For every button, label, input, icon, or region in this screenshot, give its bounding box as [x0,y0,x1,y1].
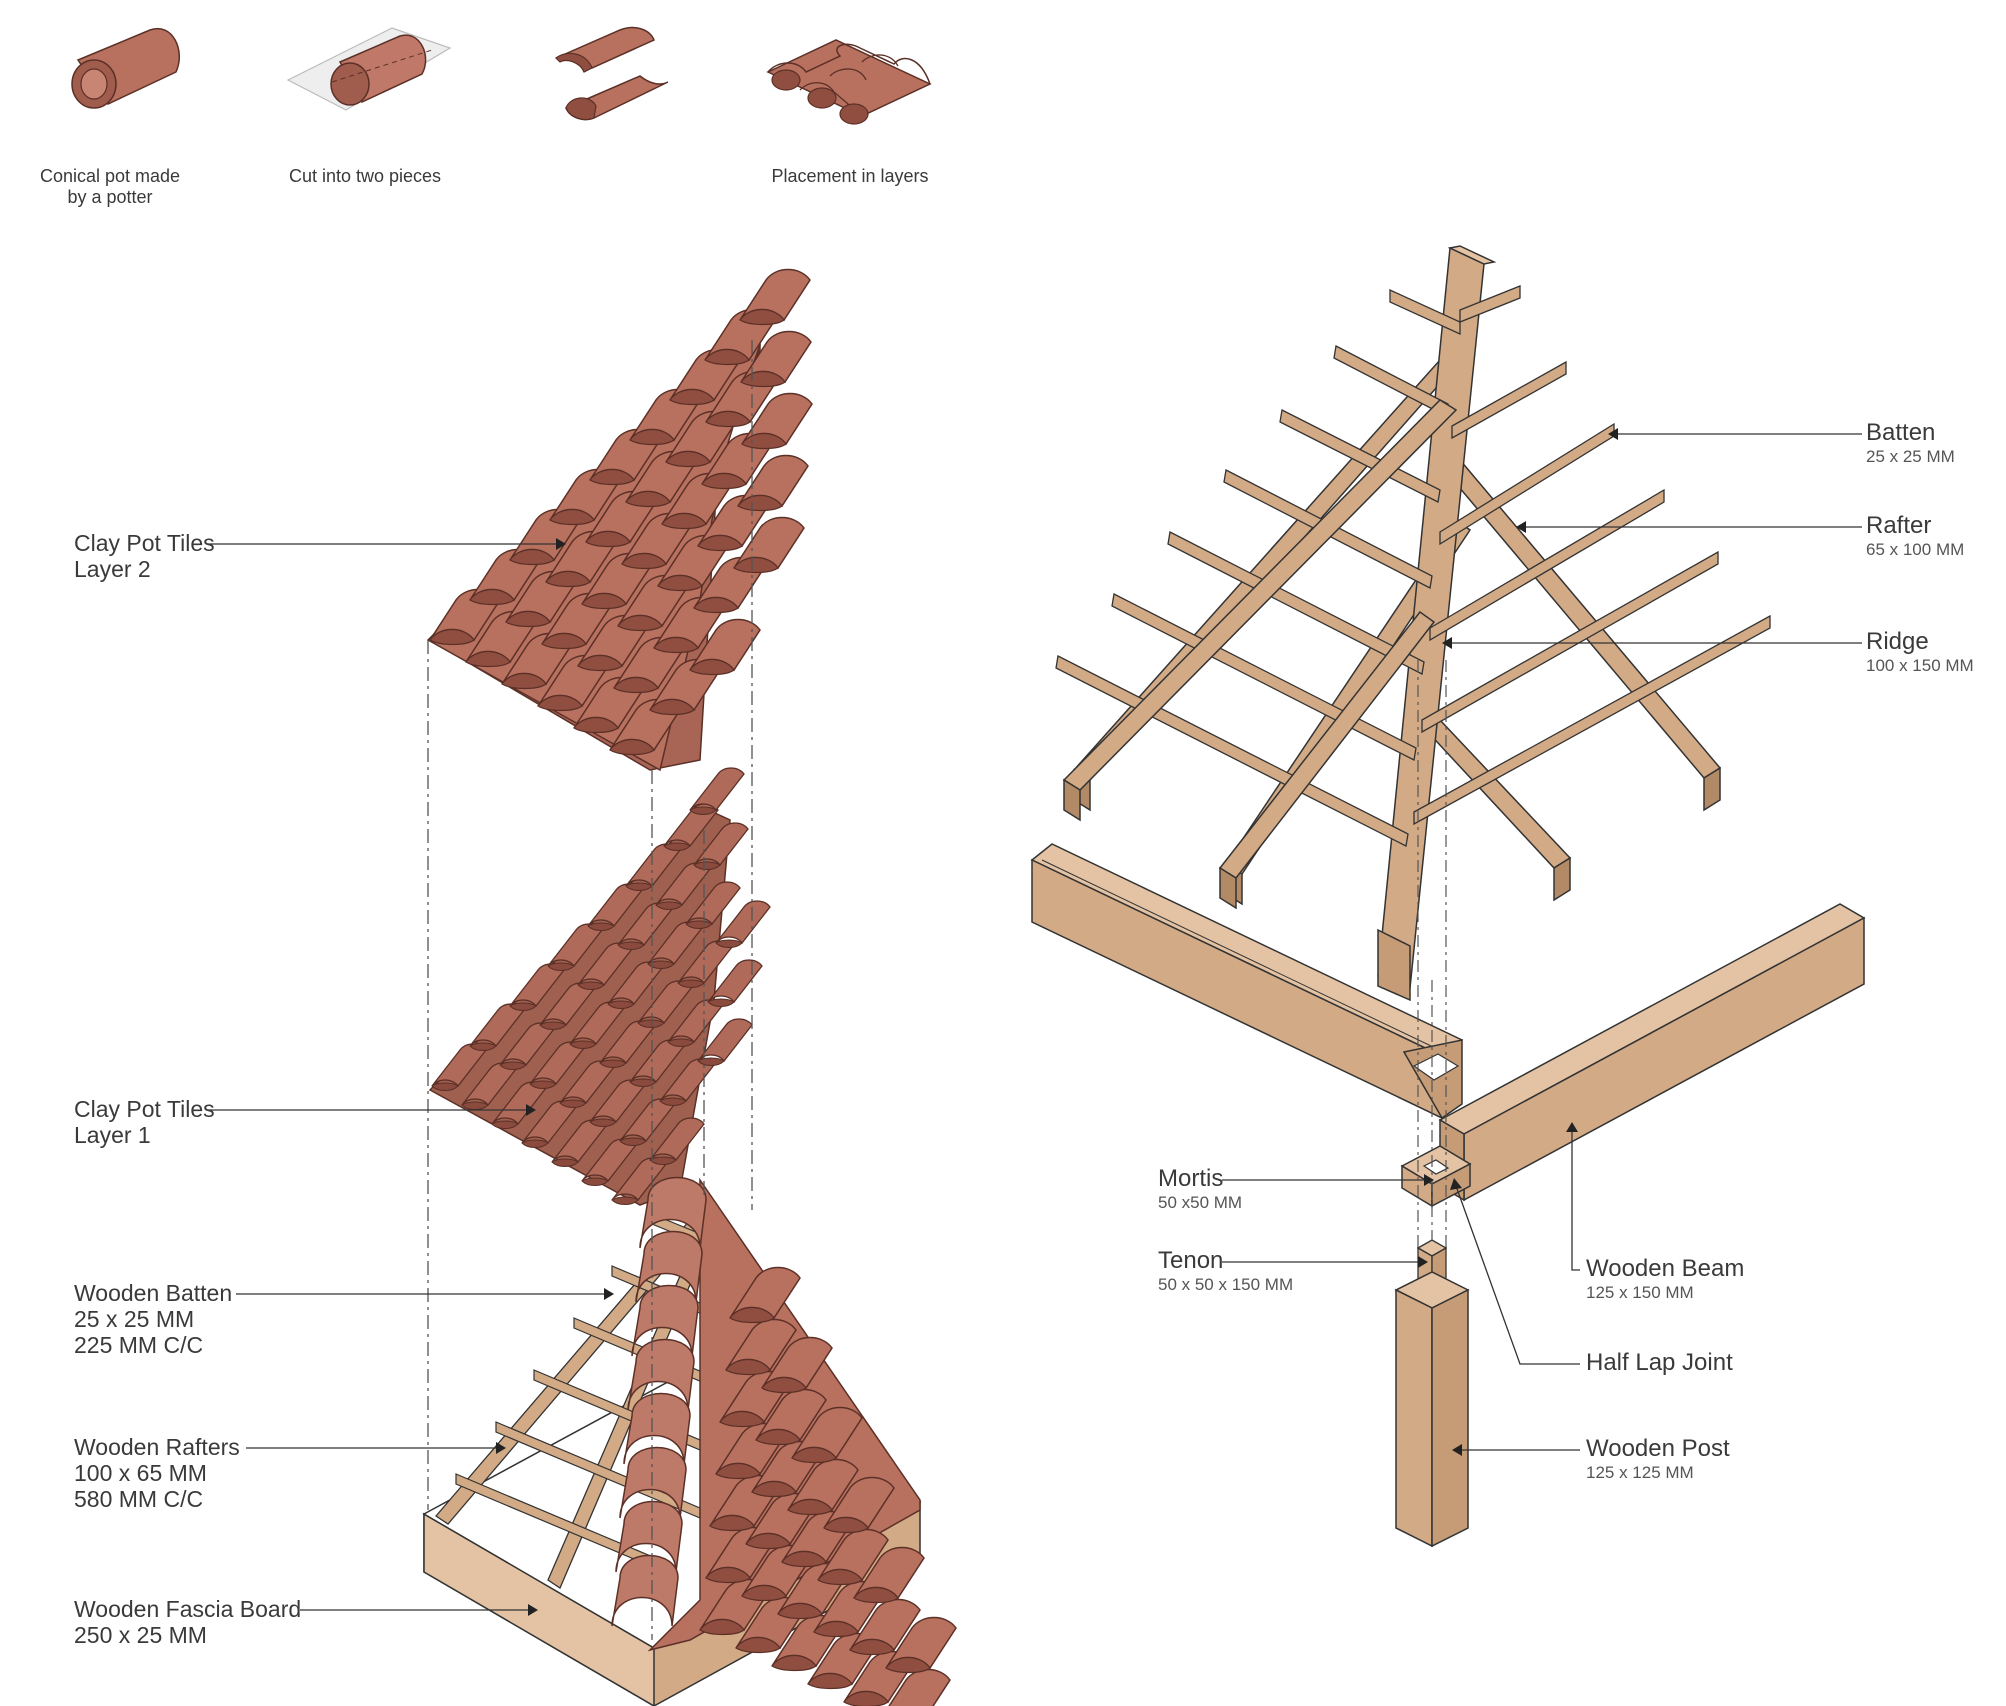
process-cut-icon [286,27,452,111]
label-sub: 125 x 125 MM [1586,1463,1694,1482]
step-label-line1: Conical pot made [39,166,181,186]
process-layers-icon [766,39,932,125]
ridge-tile [623,1392,691,1465]
label-title: Mortis [1158,1165,1224,1192]
label-line: Layer 2 [74,556,151,582]
leader-arrows [496,428,1618,1616]
label-sub: 65 x 100 MM [1866,540,1965,559]
label-batten: Batten 25 x 25 MM [1866,420,1955,468]
step-label-layers: Placement in layers [760,166,940,187]
process-halves-icon [555,26,669,121]
label-line: Layer 1 [74,1122,151,1148]
label-title: Wooden Post [1586,1435,1730,1462]
label-line: 225 MM C/C [74,1332,204,1358]
ridge-tile [627,1338,695,1411]
alignment-lines [427,340,753,1640]
label-line: 580 MM C/C [74,1486,204,1512]
frame-alignment-lines [1417,660,1447,1248]
clay-tile [739,268,811,326]
clay-tile-layer-2 [426,268,813,772]
clay-tile-layer-1 [428,767,771,1206]
label-title: Batten [1866,419,1936,446]
label-title: Clay Pot Tiles [74,530,215,556]
label-ridge: Ridge 100 x 150 MM [1866,629,1974,677]
ridge-tile [611,1554,679,1627]
step-label-cut: Cut into two pieces [270,166,460,187]
label-title: Tenon [1158,1247,1224,1274]
label-title: Wooden Batten [74,1280,233,1306]
label-sub: 25 x 25 MM [1866,447,1955,466]
clay-tile-channel [689,767,745,816]
process-pot-icon [71,27,181,109]
label-half-lap-joint: Half Lap Joint [1586,1350,1733,1376]
ridge-tile [639,1176,707,1249]
step-label-line2: by a potter [67,187,153,207]
battens-right [1413,285,1771,826]
roof-assembly [422,1176,957,1706]
label-tenon: Tenon 50 x 50 x 150 MM [1158,1248,1293,1296]
label-title: Rafter [1866,512,1932,539]
label-clay-tiles-layer-1: Clay Pot Tiles Layer 1 [74,1096,215,1148]
label-sub: 50 x 50 x 150 MM [1158,1275,1294,1294]
leader-lines [206,433,1862,1611]
wooden-beams [1030,843,1866,1208]
label-line: 25 x 25 MM [74,1306,195,1332]
label-wooden-rafters: Wooden Rafters 100 x 65 MM 580 MM C/C [74,1434,240,1512]
label-title: Clay Pot Tiles [74,1096,215,1122]
step-label-line1: Placement in layers [771,166,929,186]
label-rafter: Rafter 65 x 100 MM [1866,513,1964,561]
wooden-post [1394,1239,1470,1548]
ridge-tile [615,1500,683,1573]
label-line: 100 x 65 MM [74,1460,207,1486]
label-mortis: Mortis 50 x50 MM [1158,1166,1242,1214]
label-line: 250 x 25 MM [74,1622,207,1648]
label-wooden-beam: Wooden Beam 125 x 150 MM [1586,1256,1744,1304]
label-title: Wooden Beam [1586,1255,1745,1282]
label-title: Wooden Rafters [74,1434,240,1460]
label-sub: 125 x 150 MM [1586,1283,1694,1302]
label-wooden-batten: Wooden Batten 25 x 25 MM 225 MM C/C [74,1280,232,1358]
label-title: Wooden Fascia Board [74,1596,302,1622]
ridge-tile [619,1446,687,1519]
label-wooden-post: Wooden Post 125 x 125 MM [1586,1436,1730,1484]
step-label-line1: Cut into two pieces [288,166,442,186]
label-title: Half Lap Joint [1586,1349,1733,1376]
label-wooden-fascia-board: Wooden Fascia Board 250 x 25 MM [74,1596,301,1648]
label-sub: 100 x 150 MM [1866,656,1974,675]
step-label-pot: Conical pot made by a potter [30,166,190,208]
label-title: Ridge [1866,628,1929,655]
ridge-tile [631,1284,699,1357]
roof-frame [1055,245,1771,1002]
label-sub: 50 x50 MM [1158,1193,1243,1212]
label-clay-tiles-layer-2: Clay Pot Tiles Layer 2 [74,530,215,582]
